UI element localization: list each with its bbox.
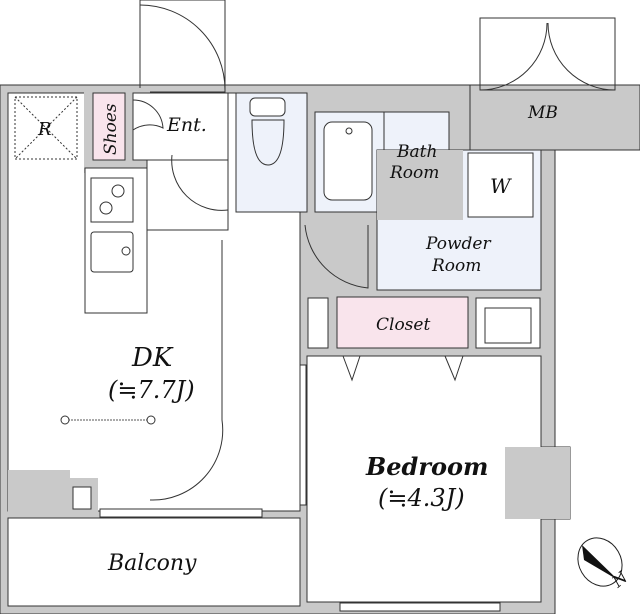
dk-pillar	[8, 470, 70, 512]
dk-label: DK	[131, 343, 174, 373]
curtain-rail	[60, 415, 156, 425]
compass-icon	[577, 537, 623, 587]
bedroom	[306, 355, 542, 603]
powder-label-1: Powder	[425, 234, 491, 254]
closet-label: Closet	[376, 315, 430, 335]
hallway	[146, 159, 229, 231]
shoes-label: Shoes	[101, 103, 121, 155]
bedroom-window	[339, 602, 501, 612]
fridge-space	[14, 96, 78, 160]
bath-label-1: Bath	[396, 142, 437, 162]
fridge-label: R	[37, 119, 52, 140]
mb-label: MB	[527, 103, 558, 123]
bedroom-label: Bedroom	[365, 452, 488, 481]
washer-label: W	[490, 174, 512, 198]
dk-window	[99, 508, 263, 518]
shoes-closet	[92, 92, 126, 161]
balcony-label: Balcony	[107, 551, 197, 576]
entrance-label: Ent.	[166, 114, 207, 136]
bath-label-2: Room	[389, 163, 439, 183]
bedroom-size-label: (≒4.3J)	[378, 484, 465, 512]
closet	[336, 296, 469, 349]
mb-doors	[479, 17, 616, 91]
dk-size-label: (≒7.7J)	[108, 376, 195, 404]
washer-space	[467, 152, 534, 218]
balcony	[7, 517, 301, 607]
powder-label-2: Room	[431, 256, 481, 276]
entrance-door	[139, 0, 226, 93]
